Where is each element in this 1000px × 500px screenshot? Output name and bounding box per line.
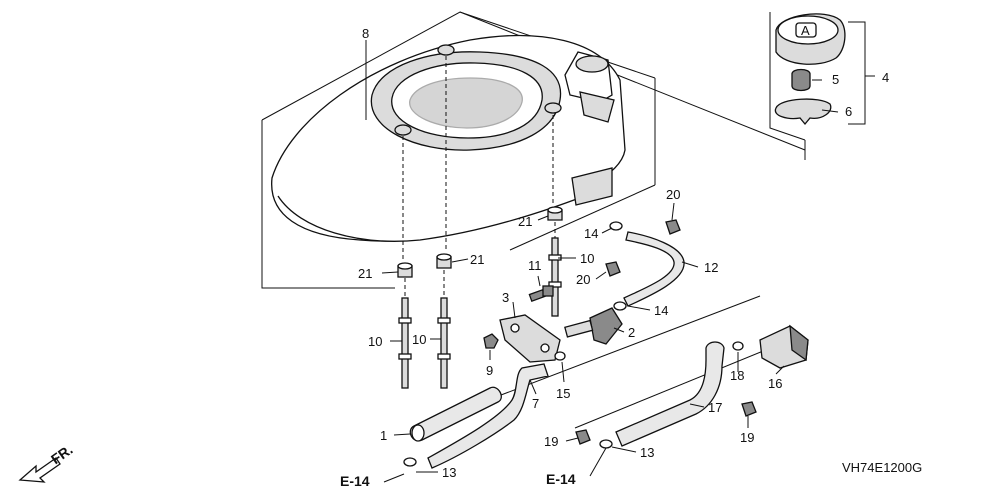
cap-seal [791, 68, 811, 92]
callout-19-right: 19 [740, 430, 754, 445]
stud-10-left-b [437, 297, 451, 389]
clip-18 [732, 341, 744, 351]
clip-14-mid [613, 301, 627, 311]
bracket-3 [499, 314, 561, 363]
bolt-11 [528, 285, 554, 302]
fuel-valve-2 [564, 307, 623, 345]
callout-11: 11 [528, 258, 542, 273]
fuel-cap: A [775, 13, 846, 65]
callout-6: 6 [845, 104, 852, 119]
clamp-19-left [575, 429, 591, 445]
clip-14-upper [609, 221, 623, 231]
callout-20-mid: 20 [576, 272, 590, 287]
callout-12: 12 [704, 260, 718, 275]
clip-13-right [599, 439, 613, 449]
callout-19-left: 19 [544, 434, 558, 449]
diagram-code: VH74E1200G [842, 460, 922, 475]
callout-2: 2 [628, 325, 635, 340]
callout-9: 9 [486, 363, 493, 378]
fuel-filter-16 [759, 324, 809, 369]
callout-leaders [365, 40, 839, 473]
callout-16: 16 [768, 376, 782, 391]
assembly-lines [402, 56, 556, 296]
callout-8: 8 [362, 26, 369, 41]
ref-label-e14-right: E-14 [546, 471, 576, 487]
callout-14-upper: 14 [584, 226, 598, 241]
clip-13-left [403, 457, 417, 467]
callout-numbers: 8 4 5 6 21 21 21 10 10 10 11 3 9 2 12 14… [358, 26, 889, 480]
callout-21-b: 21 [358, 266, 372, 281]
callout-14-mid: 14 [654, 303, 668, 318]
callout-21-a: 21 [518, 214, 532, 229]
grommet-21-b [397, 262, 413, 278]
callout-21-c: 21 [470, 252, 484, 267]
fuel-hose-12 [623, 231, 685, 307]
callout-10-right: 10 [580, 251, 594, 266]
ref-label-e14-left: E-14 [340, 473, 370, 489]
callout-15: 15 [556, 386, 570, 401]
front-direction-arrow: FR. [18, 441, 76, 483]
clamp-20-upper [665, 219, 681, 235]
callout-10-left-a: 10 [368, 334, 382, 349]
callout-1: 1 [380, 428, 387, 443]
grommet-21-c [436, 253, 452, 269]
clip-15 [554, 351, 566, 361]
nut-9 [483, 333, 499, 349]
grommet-21-a [547, 206, 563, 221]
callout-13-right: 13 [640, 445, 654, 460]
stud-10-left-a [398, 297, 412, 389]
fuel-tube-1 [409, 386, 502, 442]
clamp-20-mid [605, 261, 621, 277]
callout-17: 17 [708, 400, 722, 415]
fuel-tank [271, 34, 626, 242]
callout-13-left: 13 [442, 465, 456, 480]
callout-7: 7 [532, 396, 539, 411]
callout-3: 3 [502, 290, 509, 305]
stud-10-right [548, 237, 562, 317]
callout-18: 18 [730, 368, 744, 383]
fuel-hose-17 [615, 341, 725, 447]
callout-10-left-b: 10 [412, 332, 426, 347]
callout-4: 4 [882, 70, 889, 85]
fuel-hose-7 [427, 363, 549, 469]
svg-text:A: A [801, 23, 810, 38]
cap-plate [774, 98, 832, 126]
callout-20-upper: 20 [666, 187, 680, 202]
clamp-19-right [741, 401, 757, 417]
callout-5: 5 [832, 72, 839, 87]
